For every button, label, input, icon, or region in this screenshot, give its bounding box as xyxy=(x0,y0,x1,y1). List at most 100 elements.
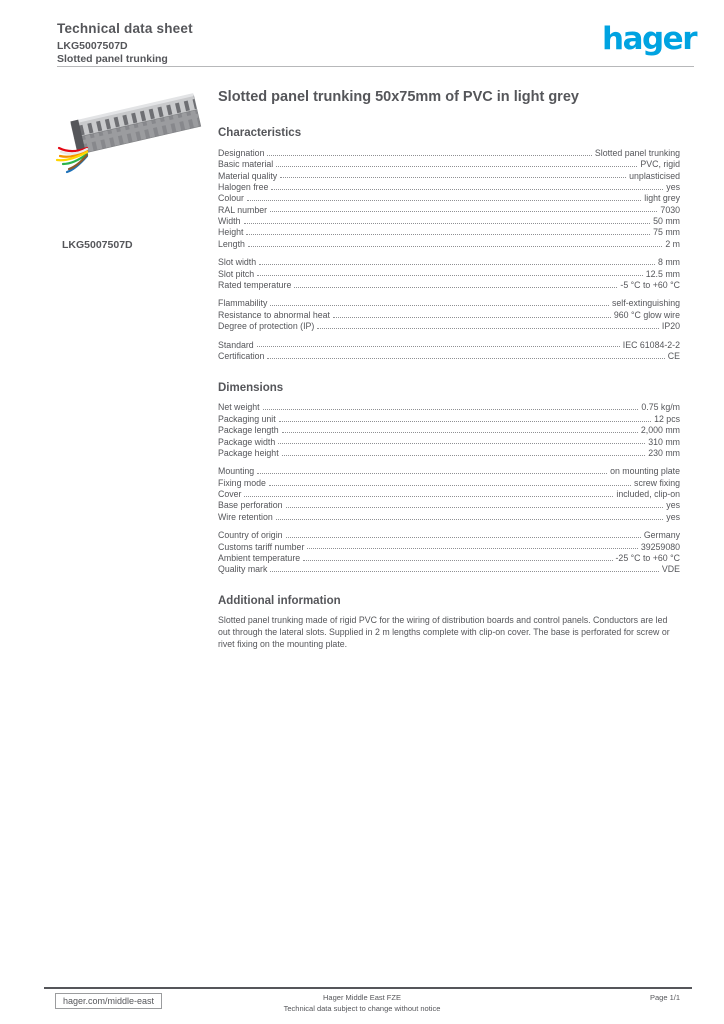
dot-leader xyxy=(246,234,651,236)
row-value: self-extinguishing xyxy=(612,298,680,309)
characteristic-row: Fixing mode screw fixing xyxy=(218,476,680,487)
section-paragraph: Slotted panel trunking made of rigid PVC… xyxy=(218,615,670,650)
header-block: Technical data sheet LKG5007507D Slotted… xyxy=(57,21,193,65)
section-title: Additional information xyxy=(218,595,341,608)
row-label: Country of origin xyxy=(218,530,283,541)
characteristic-row: Country of origin Germany xyxy=(218,529,680,540)
row-value: 8 mm xyxy=(658,257,680,268)
dot-leader xyxy=(332,316,611,318)
characteristic-row: Basic material PVC, rigid xyxy=(218,158,680,169)
dot-leader xyxy=(270,305,610,307)
row-label: Cover xyxy=(218,489,242,500)
characteristic-row: Height 75 mm xyxy=(218,226,680,237)
dot-leader xyxy=(271,188,664,190)
dot-leader xyxy=(247,245,663,247)
row-label: Material quality xyxy=(218,170,278,181)
row-value: yes xyxy=(666,500,680,511)
row-value: 39259080 xyxy=(640,541,680,552)
dot-leader xyxy=(270,571,659,573)
row-value: screw fixing xyxy=(634,477,680,488)
product-reference: LKG5007507D xyxy=(57,40,128,52)
row-value: PVC, rigid xyxy=(640,159,680,170)
dot-leader xyxy=(278,443,646,445)
characteristic-row: Ambient temperature-25 °C to +60 °C xyxy=(218,551,680,563)
characteristic-row: Degree of protection (IP)IP20 xyxy=(218,320,680,331)
row-label: Package height xyxy=(218,447,279,458)
row-label: Width xyxy=(218,216,241,227)
row-label: Package width xyxy=(218,436,276,447)
row-value: 12.5 mm xyxy=(645,268,680,279)
dot-leader xyxy=(278,420,652,422)
dot-leader xyxy=(257,473,608,475)
dot-leader xyxy=(276,165,638,167)
row-value: 310 mm xyxy=(648,436,680,447)
row-value: yes xyxy=(666,511,680,522)
product-photo xyxy=(53,86,209,180)
footer-page-number: Page 1/1 xyxy=(649,993,680,1002)
row-label: Colour xyxy=(218,193,244,204)
row-label: Package length xyxy=(218,425,279,436)
dot-leader xyxy=(281,454,646,456)
dot-leader xyxy=(294,286,618,288)
section-title: Characteristics xyxy=(218,127,302,140)
row-label: Base perforation xyxy=(218,500,283,511)
characteristic-row: Certification CE xyxy=(218,349,680,361)
dot-leader xyxy=(259,264,655,266)
row-value: 230 mm xyxy=(648,447,680,458)
dot-leader xyxy=(243,222,651,224)
row-value: on mounting plate xyxy=(610,466,680,477)
row-label: Degree of protection (IP) xyxy=(218,321,315,332)
page-title: Slotted panel trunking 50x75mm of PVC in… xyxy=(218,89,579,105)
row-label: Designation xyxy=(218,147,265,158)
footer-url-link[interactable]: hager.com/middle-east xyxy=(55,993,163,1009)
row-value: 960 °C glow wire xyxy=(613,309,680,320)
row-value: 2 m xyxy=(665,238,680,249)
wires xyxy=(55,146,89,174)
footer-company: Hager Middle East FZE xyxy=(323,993,401,1002)
row-label: Certification xyxy=(218,350,265,361)
characteristic-row: Base perforation yes xyxy=(218,499,680,510)
dot-leader xyxy=(262,409,639,411)
row-label: Height xyxy=(218,227,244,238)
dot-leader xyxy=(256,346,620,348)
image-caption-reference: LKG5007507D xyxy=(62,239,133,251)
row-label: Slot pitch xyxy=(218,268,255,279)
section-title: Dimensions xyxy=(218,381,284,394)
dot-leader xyxy=(317,327,659,329)
dot-leader xyxy=(267,357,665,359)
row-value: yes xyxy=(666,181,680,192)
dot-leader xyxy=(268,484,632,486)
row-value: CE xyxy=(667,350,680,361)
row-label: Basic material xyxy=(218,159,274,170)
dot-leader xyxy=(280,177,627,179)
row-value: Germany xyxy=(643,530,680,541)
slotted-trunking-image xyxy=(55,93,202,174)
dot-leader xyxy=(270,211,658,213)
row-value: 12 pcs xyxy=(654,413,680,424)
row-value: 75 mm xyxy=(653,227,680,238)
header-divider xyxy=(57,66,694,67)
row-label: Fixing mode xyxy=(218,477,266,488)
dot-leader xyxy=(285,537,641,539)
dot-leader xyxy=(275,518,664,520)
row-label: Halogen free xyxy=(218,181,269,192)
